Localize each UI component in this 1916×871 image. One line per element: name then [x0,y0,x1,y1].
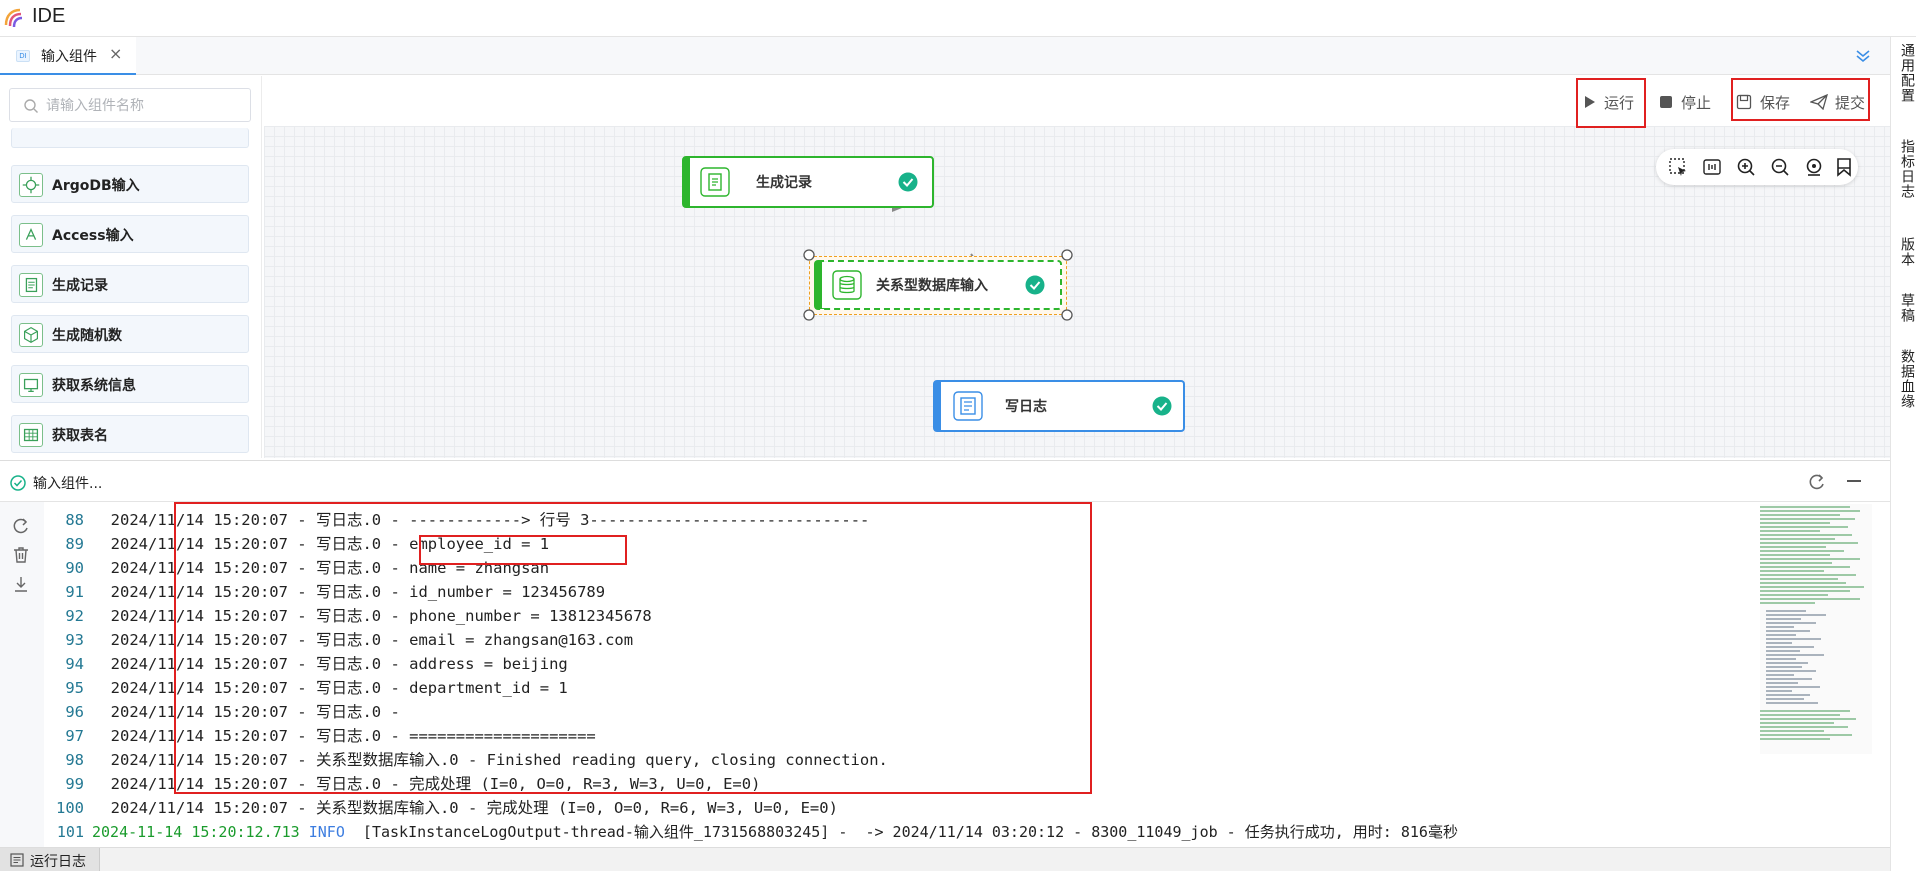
success-check-icon [898,172,918,192]
run-button[interactable]: 运行 [1584,90,1644,114]
log-line: 95 2024/11/14 15:20:07 - 写日志.0 - departm… [65,679,568,697]
sidebar-tab-version[interactable]: 版本 [1899,237,1915,267]
minimize-icon[interactable] [1845,472,1863,490]
flow-canvas[interactable]: 运行 停止 保存 提交 [264,76,1890,458]
status-bar: 运行日志 [0,847,1890,871]
stop-icon [1660,96,1672,108]
tab-bar: DI 输入组件 × [0,37,1890,75]
save-button[interactable]: 保存 [1736,90,1798,114]
send-icon [1810,94,1828,110]
component-item-table-name[interactable]: 获取表名 [11,415,249,453]
log-icon [10,853,24,867]
tab-label: 输入组件 [41,49,97,65]
component-item-system-info[interactable]: 获取系统信息 [11,365,249,403]
log-line: 89 2024/11/14 15:20:07 - 写日志.0 - employe… [65,535,550,553]
component-panel: ArgoDB输入 Access输入 生成记录 生成随机数 获取系统信息 获取表名 [0,76,262,458]
search-icon [24,99,38,113]
log-line: 97 2024/11/14 15:20:07 - 写日志.0 - =======… [65,727,596,745]
log-line: 91 2024/11/14 15:20:07 - 写日志.0 - id_numb… [65,583,606,601]
document-icon [19,273,43,297]
sidebar-tab-draft[interactable]: 草稿 [1899,293,1915,323]
search-box [9,88,251,122]
cube-icon [19,323,43,347]
log-line: 93 2024/11/14 15:20:07 - 写日志.0 - email =… [65,631,634,649]
search-input[interactable] [46,95,242,117]
database-icon [832,270,862,300]
log-line: 88 2024/11/14 15:20:07 - 写日志.0 - -------… [65,511,870,529]
node-relational-db-input[interactable]: 关系型数据库输入 [814,260,1062,310]
zoom-toolbar [1656,149,1858,185]
play-icon [1585,96,1595,108]
save-icon [1736,94,1752,110]
zoom-in-icon[interactable] [1736,157,1756,177]
component-label: 获取系统信息 [52,378,136,394]
sidebar-tab-data-lineage[interactable]: 数据血缘 [1899,349,1915,409]
log-icon [953,391,983,421]
table-icon [19,423,43,447]
component-item-argodb-input[interactable]: ArgoDB输入 [11,165,249,203]
bookmark-icon[interactable] [1834,157,1854,177]
log-panel-title: 输入组件... [33,476,103,492]
success-circle-icon [10,475,26,491]
refresh-icon[interactable] [1808,473,1826,491]
locate-icon[interactable] [1804,157,1824,177]
submit-button[interactable]: 提交 [1810,90,1872,114]
stop-button[interactable]: 停止 [1659,90,1721,114]
component-label: 生成记录 [52,278,108,294]
component-icon: DI [16,50,30,62]
log-line: 96 2024/11/14 15:20:07 - 写日志.0 - [65,703,400,721]
fit-view-icon[interactable] [1702,157,1722,177]
log-viewer[interactable]: 88 2024/11/14 15:20:07 - 写日志.0 - -------… [0,502,1890,847]
chevron-double-down-icon[interactable] [1853,46,1873,66]
component-label: 获取表名 [52,428,108,444]
right-sidebar: 通用配置 指标日志 版本 草稿 数据血缘 [1890,37,1916,871]
component-label: Access输入 [52,228,134,244]
component-label: ArgoDB输入 [52,178,140,194]
success-check-icon [1025,275,1045,295]
sidebar-tab-general-config[interactable]: 通用配置 [1899,43,1915,103]
log-line: 90 2024/11/14 15:20:07 - 写日志.0 - name = … [65,559,550,577]
log-line: 92 2024/11/14 15:20:07 - 写日志.0 - phone_n… [65,607,652,625]
component-item-generate-records[interactable]: 生成记录 [11,265,249,303]
code-minimap[interactable] [1760,504,1872,754]
log-tools [0,502,44,847]
document-icon [700,167,730,197]
success-check-icon [1152,396,1172,416]
reload-icon[interactable] [11,516,31,536]
monitor-icon [19,373,43,397]
component-label: 生成随机数 [52,328,122,344]
component-item-generate-random[interactable]: 生成随机数 [11,315,249,353]
zoom-out-icon[interactable] [1770,157,1790,177]
delete-icon[interactable] [11,545,31,565]
tab-input-component[interactable]: DI 输入组件 × [0,37,136,75]
run-log-label: 运行日志 [30,854,86,870]
list-item-partial[interactable] [11,128,249,148]
log-line: 94 2024/11/14 15:20:07 - 写日志.0 - address… [65,655,568,673]
app-title: IDE [32,5,66,27]
run-log-tab[interactable]: 运行日志 [0,848,100,871]
close-icon[interactable]: × [109,44,123,63]
node-write-log[interactable]: 写日志 [933,380,1185,432]
canvas-toolbar: 运行 停止 保存 提交 [264,76,1890,128]
node-generate-records[interactable]: 生成记录 [682,156,934,208]
sidebar-tab-metric-log[interactable]: 指标日志 [1899,139,1915,199]
select-icon[interactable] [1668,157,1688,177]
resize-handles[interactable] [802,248,1074,322]
title-bar: IDE [0,0,1916,37]
log-line: 99 2024/11/14 15:20:07 - 写日志.0 - 完成处理 (I… [65,775,761,793]
log-panel-header: 输入组件... [0,460,1890,502]
app-logo-icon [4,8,23,28]
log-line: 100 2024/11/14 15:20:07 - 关系型数据库输入.0 - 完… [56,799,838,817]
argodb-icon [19,173,43,197]
download-icon[interactable] [11,574,31,594]
access-icon [19,223,43,247]
log-line: 98 2024/11/14 15:20:07 - 关系型数据库输入.0 - Fi… [65,751,888,769]
component-item-access-input[interactable]: Access输入 [11,215,249,253]
